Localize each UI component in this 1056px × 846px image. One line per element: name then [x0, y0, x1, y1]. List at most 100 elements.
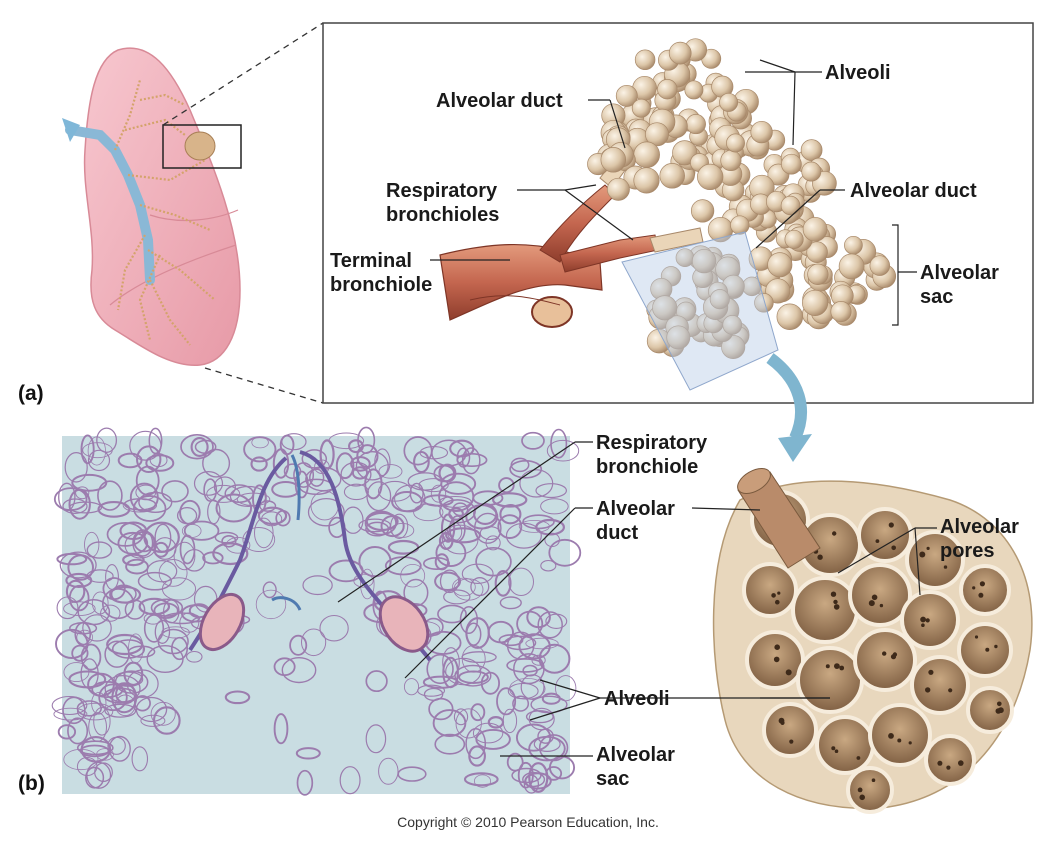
alveolar-pore — [775, 600, 780, 605]
label-terminal-bronchiole-line2: bronchiole — [330, 274, 432, 296]
alveolus-cavity — [855, 630, 915, 690]
alveolus — [601, 147, 626, 172]
label-alveoli-b: Alveoli — [604, 688, 670, 710]
alveolus — [721, 150, 741, 170]
alveolar-pore — [774, 644, 780, 650]
alveolus-cavity — [902, 592, 958, 648]
label-alveolar-sac-b-line2: sac — [596, 768, 629, 790]
alveolus — [660, 163, 685, 188]
alveolus-cavity — [870, 705, 930, 765]
alveolus — [803, 217, 827, 241]
alveolar-pore — [997, 702, 1002, 707]
alveolus — [831, 301, 851, 321]
alveolar-pore — [978, 593, 983, 598]
alveolar-pore — [909, 741, 912, 744]
alveolus — [808, 264, 829, 285]
alveolus — [634, 142, 660, 168]
label-alveolar-duct-right: Alveolar duct — [850, 180, 977, 202]
alveolar-pore — [872, 778, 876, 782]
alveolus — [801, 140, 822, 161]
label-alveolar-duct-b-line1: Alveolar — [596, 498, 675, 520]
label-alveolar-sac-a-line1: Alveolar — [920, 262, 999, 284]
alveolar-pore — [835, 749, 839, 753]
alveolar-pore — [928, 670, 933, 675]
alveolar-pore — [839, 666, 844, 671]
alveolar-pore — [777, 592, 780, 595]
zoom-arrowhead — [778, 434, 812, 462]
alveolus — [777, 304, 803, 330]
panel-label-b: (b) — [18, 772, 45, 796]
alveolus — [802, 290, 827, 315]
alveolar-pore — [944, 565, 947, 568]
alveolar-pore — [958, 760, 964, 766]
alveolus-cavity — [848, 768, 892, 812]
alveolar-pore — [774, 657, 780, 663]
alveolus — [691, 200, 714, 223]
alveolus-cavity — [961, 566, 1009, 614]
alveolus-cavity — [744, 564, 796, 616]
alveolus — [781, 196, 800, 215]
alveolus-cavity — [926, 736, 974, 784]
alveolus — [844, 236, 862, 254]
alveolar-pore — [888, 733, 894, 739]
alveolar-pore — [994, 645, 997, 648]
alveolar-pore — [920, 617, 926, 623]
panel-label-a: (a) — [18, 382, 44, 406]
alveolus — [839, 254, 864, 279]
alveolar-pore — [880, 604, 883, 607]
label-alveoli-a: Alveoli — [825, 62, 891, 84]
alveolar-pore — [897, 739, 901, 743]
alveolar-pore — [937, 761, 942, 766]
label-alveolar-sac-a-line2: sac — [920, 286, 953, 308]
alveolus — [607, 178, 629, 200]
alveolar-pore — [948, 688, 952, 692]
copyright-notice: Copyright © 2010 Pearson Education, Inc. — [0, 814, 1056, 830]
alveolar-pore — [925, 687, 930, 692]
label-alveolar-duct-b-line2: duct — [596, 522, 638, 544]
alveolus — [870, 256, 890, 276]
alveolar-pore — [857, 756, 861, 760]
alveolar-pore — [876, 539, 880, 543]
alveolus — [632, 99, 650, 117]
alveolar-pore — [889, 522, 894, 527]
alveolus — [785, 230, 803, 248]
alveolus-cavity — [968, 688, 1012, 732]
alveolar-pore — [786, 669, 792, 675]
zoom-line-bottom — [205, 368, 323, 403]
alveolus-cavity — [764, 704, 816, 756]
alveolus — [731, 216, 750, 235]
alveolus — [686, 114, 705, 133]
alveolus-cavity — [912, 657, 968, 713]
alveolar-pore — [858, 788, 863, 793]
alveolar-pore — [891, 546, 896, 551]
alveolar-pore — [921, 623, 925, 627]
alveolus — [751, 121, 773, 143]
alveolus — [802, 162, 821, 181]
alveolus-cavity — [798, 648, 862, 712]
alveolar-pore — [985, 648, 989, 652]
label-alveolar-sac-b-line1: Alveolar — [596, 744, 675, 766]
alveolar-pore — [972, 586, 975, 589]
alveolar-pore — [980, 581, 985, 586]
alveolar-pore — [996, 708, 1002, 714]
label-terminal-bronchiole-line1: Terminal — [330, 250, 412, 272]
alveolar-pore — [834, 663, 840, 669]
alveolar-pore — [826, 664, 830, 668]
alveolar-pore — [833, 600, 837, 604]
alveolus-cavity — [817, 717, 873, 773]
label-respiratory-bronchioles-line2: bronchioles — [386, 204, 499, 226]
alveolar-pore — [789, 740, 793, 744]
alveolar-pore — [831, 746, 835, 750]
alveolar-pore — [834, 604, 840, 610]
lung-illustration — [62, 48, 241, 365]
alveolus — [768, 253, 792, 277]
alveolar-pore — [975, 635, 978, 638]
alveolus — [720, 93, 738, 111]
alveolus-cavity — [793, 578, 857, 642]
zoom-line-top — [163, 23, 323, 125]
label-alveolar-pores-line2: pores — [940, 540, 994, 562]
alveolus — [669, 42, 691, 64]
alveolar-pore — [771, 593, 776, 598]
alveolar-pore — [869, 600, 875, 606]
